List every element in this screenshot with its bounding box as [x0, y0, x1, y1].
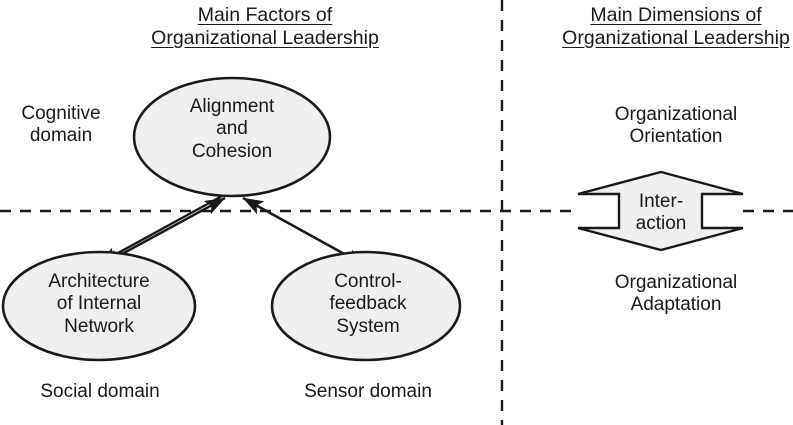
- label-sensor-domain: Sensor domain: [304, 381, 432, 402]
- cognitive-domain-line2: domain: [29, 125, 93, 147]
- architecture-line2: of Internal: [56, 293, 142, 315]
- ellipse-control-feedback-system: [270, 250, 462, 362]
- control-line2: feedback: [329, 293, 407, 315]
- cognitive-domain-line1: Cognitive: [21, 103, 101, 124]
- architecture-line1: Architecture: [48, 271, 150, 292]
- control-line1: Control-: [334, 271, 402, 292]
- left-title-line1: Main Factors of: [197, 4, 333, 26]
- right-title-line2: Organizational Leadership: [562, 27, 790, 49]
- right-title-line1: Main Dimensions of: [590, 4, 762, 26]
- orientation-line1: Organizational: [614, 104, 738, 125]
- node-label-interaction: Inter-action: [603, 191, 719, 236]
- alignment-line2: and: [216, 118, 248, 140]
- ellipse-alignment-cohesion: [132, 76, 332, 198]
- architecture-line3: Network: [64, 315, 134, 337]
- alignment-line3: Cohesion: [191, 140, 273, 162]
- left-title-line2: Organizational Leadership: [151, 27, 379, 49]
- interaction-line1: Inter-: [638, 191, 684, 212]
- orientation-line2: Orientation: [629, 126, 723, 148]
- adaptation-line1: Organizational: [614, 272, 738, 293]
- alignment-line1: Alignment: [189, 96, 275, 117]
- interaction-double-arrow: [577, 170, 744, 252]
- interaction-line2: action: [635, 213, 687, 235]
- adaptation-line2: Adaptation: [630, 294, 722, 316]
- ellipse-architecture-internal-network: [1, 250, 197, 362]
- label-social-domain: Social domain: [40, 381, 160, 402]
- control-line3: System: [336, 315, 400, 337]
